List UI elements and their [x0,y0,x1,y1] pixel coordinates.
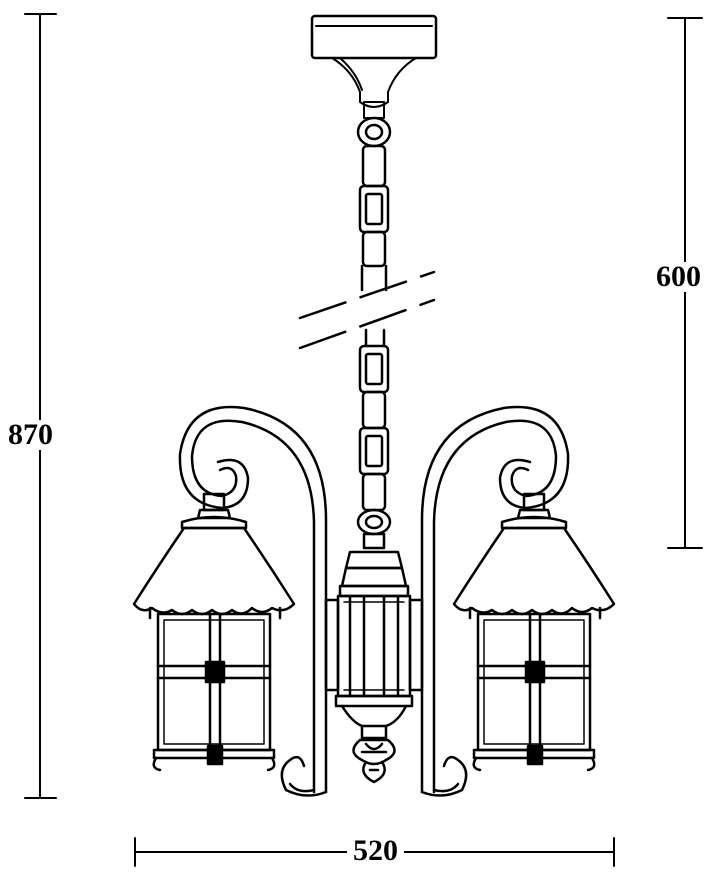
right-scroll-arm [408,405,570,797]
right-lantern [452,492,616,772]
chain-upper [356,116,392,292]
dimension-label-chain-height: 600 [656,260,701,293]
chain-break-marks [298,270,436,350]
dimension-height-total [24,13,57,799]
left-scroll-arm [178,405,340,797]
dimension-label-width: 520 [347,836,404,866]
ceiling-canopy [310,14,438,119]
left-lantern [132,492,296,772]
dimension-label-total-height: 870 [8,418,53,451]
central-lantern [334,532,414,784]
chain-lower [356,328,392,536]
